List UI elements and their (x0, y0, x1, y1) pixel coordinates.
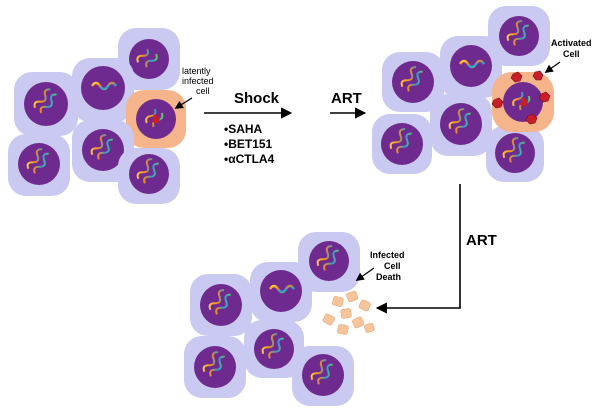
debris-fragment (364, 322, 375, 333)
cell (184, 336, 246, 398)
virion-particles (491, 70, 551, 125)
drug-actla4: •αCTLA4 (224, 152, 275, 166)
cell-activated (492, 72, 554, 132)
label-activated: Activated (551, 38, 592, 48)
label-infected-death: Infected (370, 250, 405, 260)
art-label-top: ART (331, 90, 362, 107)
cell (372, 114, 432, 174)
cell (430, 94, 492, 156)
pointer-arrow (174, 97, 193, 109)
drug-bet151: •BET151 (224, 137, 273, 151)
drug-saha: •SAHA (224, 122, 263, 136)
latently-infected-label: latently infected cell (174, 66, 214, 109)
virion (491, 97, 504, 109)
debris-fragment (352, 316, 365, 329)
label-infected: infected (182, 76, 214, 86)
debris-fragment (337, 324, 349, 335)
label-activated-cell: Cell (563, 49, 580, 59)
virion (510, 71, 523, 83)
debris-fragment (346, 290, 359, 303)
cell-cluster-latent (8, 28, 186, 204)
cell (244, 320, 304, 378)
label-latently: latently (182, 66, 211, 76)
debris-fragment (332, 295, 344, 307)
art-arrow-down (375, 184, 461, 314)
virion (538, 91, 551, 103)
dead-cell-debris (322, 290, 375, 335)
cell (440, 36, 502, 98)
pointer-arrow (355, 267, 375, 281)
pointer-arrow (544, 61, 561, 73)
debris-fragment (340, 308, 352, 319)
virion (532, 70, 544, 81)
label-death: Death (376, 272, 401, 282)
cell (72, 58, 134, 122)
cell-latently-infected (126, 90, 186, 148)
cell (8, 134, 70, 196)
art-label-right: ART (466, 232, 497, 249)
cell (486, 126, 544, 182)
virion (525, 113, 538, 125)
label-cell: cell (196, 86, 210, 96)
cell-cluster-activated (372, 6, 554, 182)
label-cell-death: Cell (384, 261, 401, 271)
cell (14, 72, 78, 136)
cell (118, 148, 180, 204)
infected-cell-death-label: Infected Cell Death (355, 250, 405, 282)
cell (250, 262, 312, 322)
debris-fragment (358, 299, 371, 312)
cell-cluster-cleared (184, 232, 360, 406)
cell (488, 6, 550, 66)
cell (292, 346, 354, 406)
cell (382, 52, 444, 112)
cell (298, 232, 360, 292)
cell (190, 274, 252, 336)
activated-cell-label: Activated Cell (544, 38, 592, 73)
debris-fragment (322, 313, 335, 326)
shock-label: Shock (234, 90, 280, 107)
